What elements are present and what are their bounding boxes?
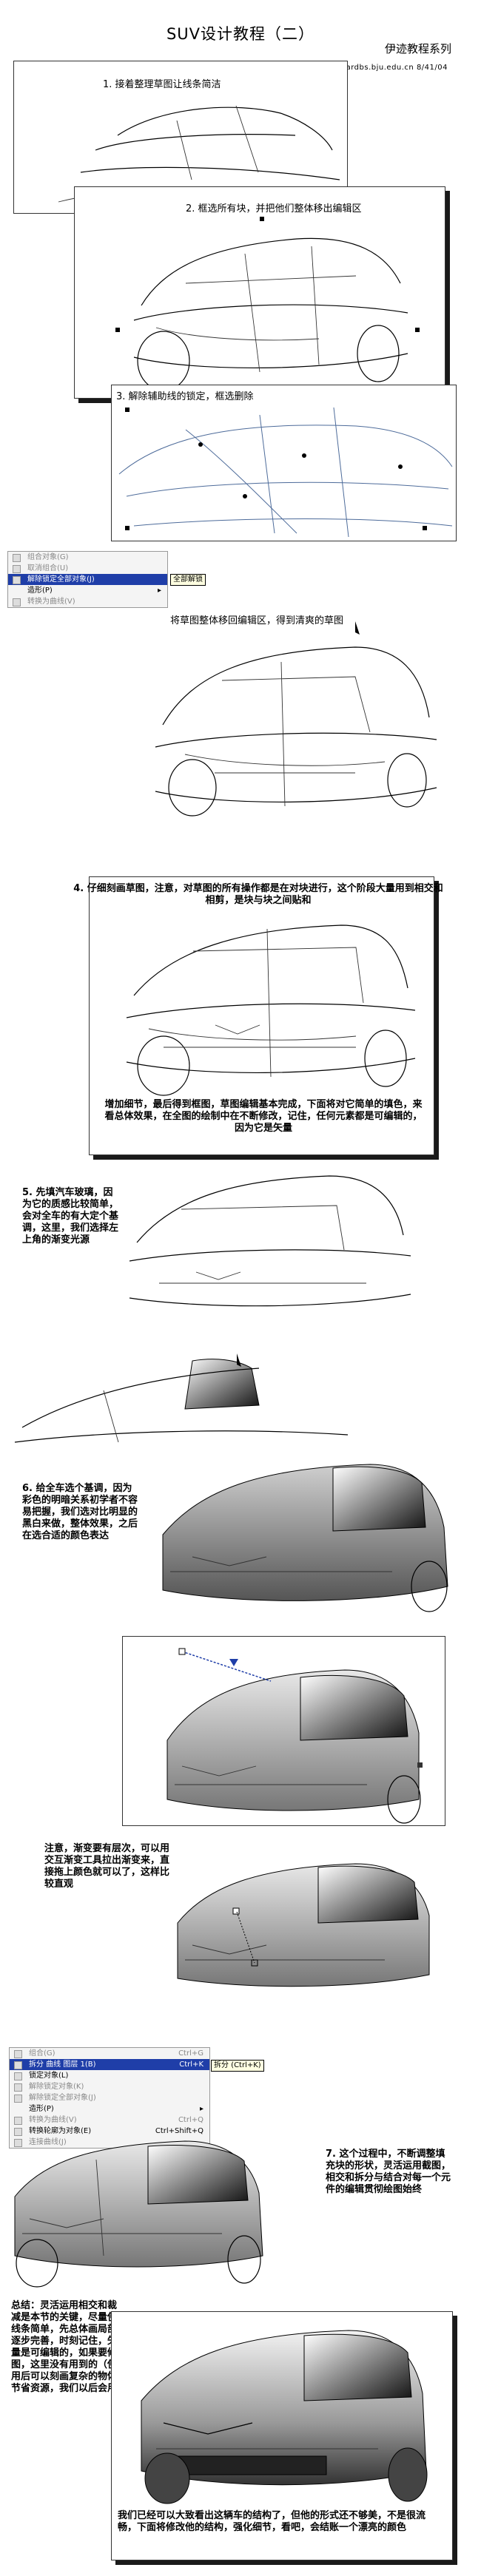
step3-sketch: [118, 407, 453, 538]
unlock-icon: [14, 2083, 22, 2092]
step3b-sketch: [155, 621, 437, 817]
step3-canvas: 3. 解除辅助线的锁定，框选删除: [111, 385, 457, 541]
menu-item-shaping[interactable]: 造形(P)▸: [27, 586, 161, 595]
page-title: SUV设计教程（二）: [166, 25, 315, 43]
gradient-arrow-icon: [229, 1659, 238, 1666]
curve-icon: [13, 598, 21, 606]
final-render-canvas: 我们已经可以大致看出这辆车的结构了，但他的形式还不够美，不是很流畅，下面将修改他…: [111, 2311, 453, 2560]
group-icon: [13, 554, 21, 562]
step6b-canvas: [122, 1636, 445, 1826]
step5-sketch: [129, 1175, 411, 1307]
tooltip-unlock-all: 全部解锁: [170, 574, 206, 586]
tooltip-break-apart: 拆分 (Ctrl+K): [211, 2060, 264, 2072]
cursor-icon: [355, 621, 360, 635]
step2-canvas: 2. 框选所有块，并把他们整体移出编辑区: [74, 186, 445, 399]
menu-item-group[interactable]: 组合(G)Ctrl+G: [10, 2048, 209, 2059]
curve-icon: [14, 2117, 22, 2125]
step2-sketch: [115, 217, 420, 391]
context-menu-unlock: 组合对象(G) 取消组合(U) 解除锁定全部对象(J) 造形(P)▸ 转换为曲线…: [7, 551, 168, 608]
step1-caption: 1. 接着整理草图让线条简洁: [103, 79, 221, 90]
submenu-arrow-icon: ▸: [157, 586, 161, 595]
unlock-icon: [13, 576, 21, 584]
step4b-caption: 增加细节，最后得到框图，草图编辑基本完成，下面将对它简单的填色，来看总体效果，在…: [104, 1099, 423, 1134]
step6-caption: 6. 给全车选个基调，因为彩色的明暗关系初学者不容易把握，我们选对比明显的黑白来…: [22, 1483, 138, 1541]
step7-render: [14, 2140, 263, 2288]
join-icon: [14, 2139, 22, 2147]
final-caption: 我们已经可以大致看出这辆车的结构了，但他的形式还不够美，不是很流畅，下面将修改他…: [118, 2510, 426, 2533]
step5-caption: 5. 先填汽车玻璃，因为它的质感比较简单，会对全车的有大定个基调，这里，我们选择…: [22, 1187, 119, 1245]
menu-item-unlock[interactable]: 解除锁定对象(K): [10, 2081, 209, 2092]
menu-item-shaping[interactable]: 造形(P)▸: [29, 2105, 204, 2113]
step4-sketch: [126, 924, 416, 1096]
step3b-caption: 将草图整体移回编辑区，得到清爽的草图: [170, 615, 344, 626]
ungroup-icon: [13, 565, 21, 573]
step6b-render: [166, 1648, 423, 1824]
summary-caption: 总结：灵活运用相交和裁减是本节的关键，尽量使线条简单，先总体画局部逐步完善，时刻…: [11, 2300, 118, 2394]
outline-icon: [14, 2128, 22, 2136]
gradient-handle-start[interactable]: [178, 1648, 186, 1655]
final-render: [141, 2330, 428, 2504]
menu-item-convert-curves[interactable]: 转换为曲线(V): [8, 596, 167, 607]
context-menu-break-apart: 组合(G)Ctrl+G 拆分 曲线 图层 1(B)Ctrl+K 锁定对象(L) …: [9, 2047, 210, 2149]
step4-canvas: 4. 仔细刻画草图，注意，对草图的所有操作都是在对块进行，这个阶段大量用到相交和…: [73, 876, 443, 1155]
step4-caption: 4. 仔细刻画草图，注意，对草图的所有操作都是在对块进行，这个阶段大量用到相交和…: [73, 883, 443, 906]
step6b-caption: 注意，渐变要有层次，可以用交互渐变工具拉出渐变来，直接拖上颜色就可以了，这样比较…: [44, 1843, 170, 1890]
step7-caption: 7. 这个过程中，不断调整填充块的形状，灵活运用截图，相交和拆分与结合对每一个元…: [326, 2149, 451, 2195]
site-url: cardbs.bju.edu.cn 8/41/04: [341, 64, 448, 72]
menu-item-ungroup[interactable]: 取消组合(U): [8, 563, 167, 574]
menu-item-group[interactable]: 组合对象(G): [8, 552, 167, 563]
step6-render: [162, 1464, 448, 1612]
gradient-handle[interactable]: [232, 1907, 240, 1915]
step6c-render: [177, 1863, 430, 1987]
menu-item-unlock-all[interactable]: 解除锁定全部对象(J): [8, 574, 167, 585]
menu-item-unlock-all[interactable]: 解除锁定全部对象(J): [10, 2092, 209, 2103]
step2-caption: 2. 框选所有块，并把他们整体移出编辑区: [186, 203, 362, 214]
selection-handle[interactable]: [417, 1762, 423, 1768]
submenu-arrow-icon: ▸: [199, 2105, 204, 2113]
menu-item-break-apart[interactable]: 拆分 曲线 图层 1(B)Ctrl+K: [10, 2059, 209, 2070]
unlock-all-icon: [14, 2095, 22, 2103]
break-apart-icon: [14, 2061, 22, 2069]
series-label: 伊迹教程系列: [384, 42, 451, 55]
menu-item-convert-curves[interactable]: 转换为曲线(V)Ctrl+Q: [10, 2114, 209, 2126]
step3-caption: 3. 解除辅助线的锁定，框选删除: [116, 391, 254, 402]
group-icon: [14, 2050, 22, 2058]
cursor-icon: [237, 1353, 241, 1367]
lock-icon: [14, 2072, 22, 2080]
menu-item-join-curves[interactable]: 连接曲线(J): [10, 2137, 209, 2148]
menu-item-outline-to-object[interactable]: 转换轮廓为对象(E)Ctrl+Shift+Q: [10, 2126, 209, 2137]
step5-glass-sketch: [14, 1353, 349, 1443]
menu-item-lock[interactable]: 锁定对象(L): [10, 2070, 209, 2081]
